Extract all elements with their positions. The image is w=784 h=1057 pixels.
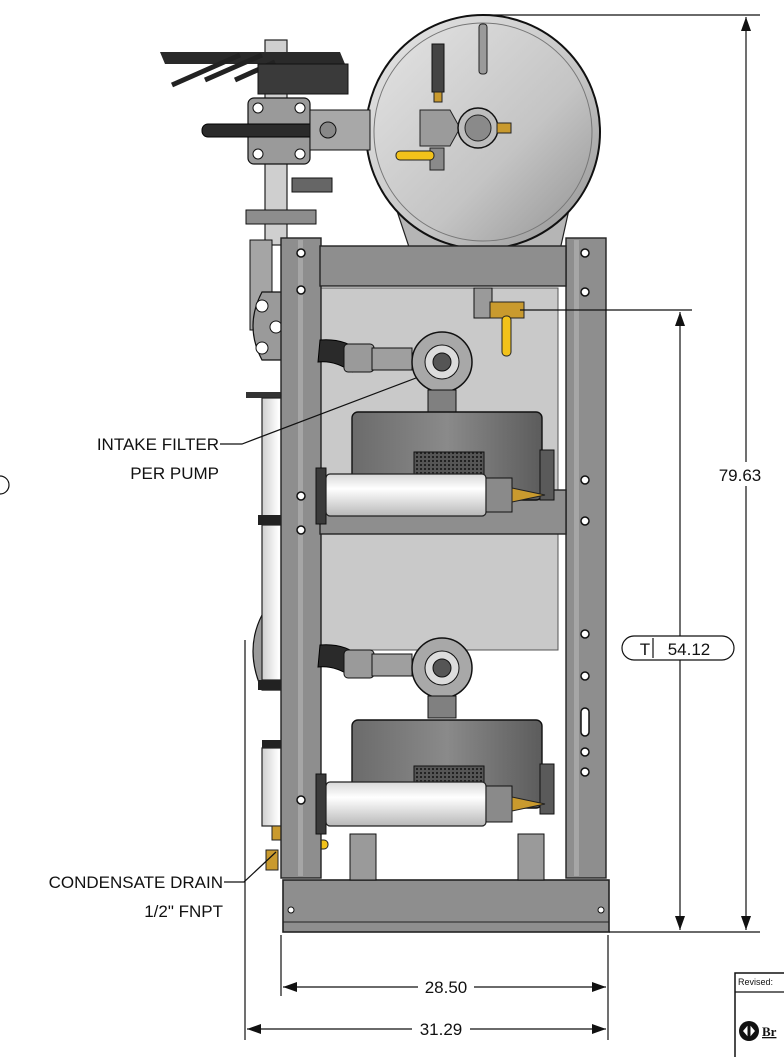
panel-inlet-valve [473,287,525,357]
condensate-drain-label-line1: CONDENSATE DRAIN [49,873,223,892]
title-block-revised-label: Revised: [738,977,773,987]
frame-width-dimension: 28.50 [280,935,609,1040]
inlet-height-dimension: T 54.12 [520,309,735,930]
company-logo-icon [739,1021,759,1041]
intake-filter-label-line1: INTAKE FILTER [97,435,219,454]
condensate-drain-label-line2: 1/2" FNPT [144,902,223,921]
company-name-fragment: Br [762,1024,777,1039]
overall-height-dimension: 79.63 [483,14,764,933]
upper-vacuum-pump [315,331,555,525]
tank-drain-valve-handle [395,150,435,161]
inlet-height-prefix: T [640,640,650,659]
panel-valve-handle [501,315,512,357]
condensate-drain-leader [224,851,277,883]
inlet-height-value: 54.12 [668,640,711,659]
overall-width-value: 31.29 [420,1020,463,1039]
overall-height-value: 79.63 [719,466,762,485]
intake-filter-leader [220,377,417,445]
intake-filter-label-line2: PER PUMP [130,464,219,483]
partial-balloon [0,475,10,495]
isolation-valve-handle [201,123,323,138]
receiver-tank [365,14,601,251]
lower-vacuum-pump [315,637,555,881]
frame-width-value: 28.50 [425,978,468,997]
steel-frame [280,237,610,933]
title-block: Revised: Br [734,972,784,1057]
overall-width-dimension: 31.29 [244,640,606,1040]
